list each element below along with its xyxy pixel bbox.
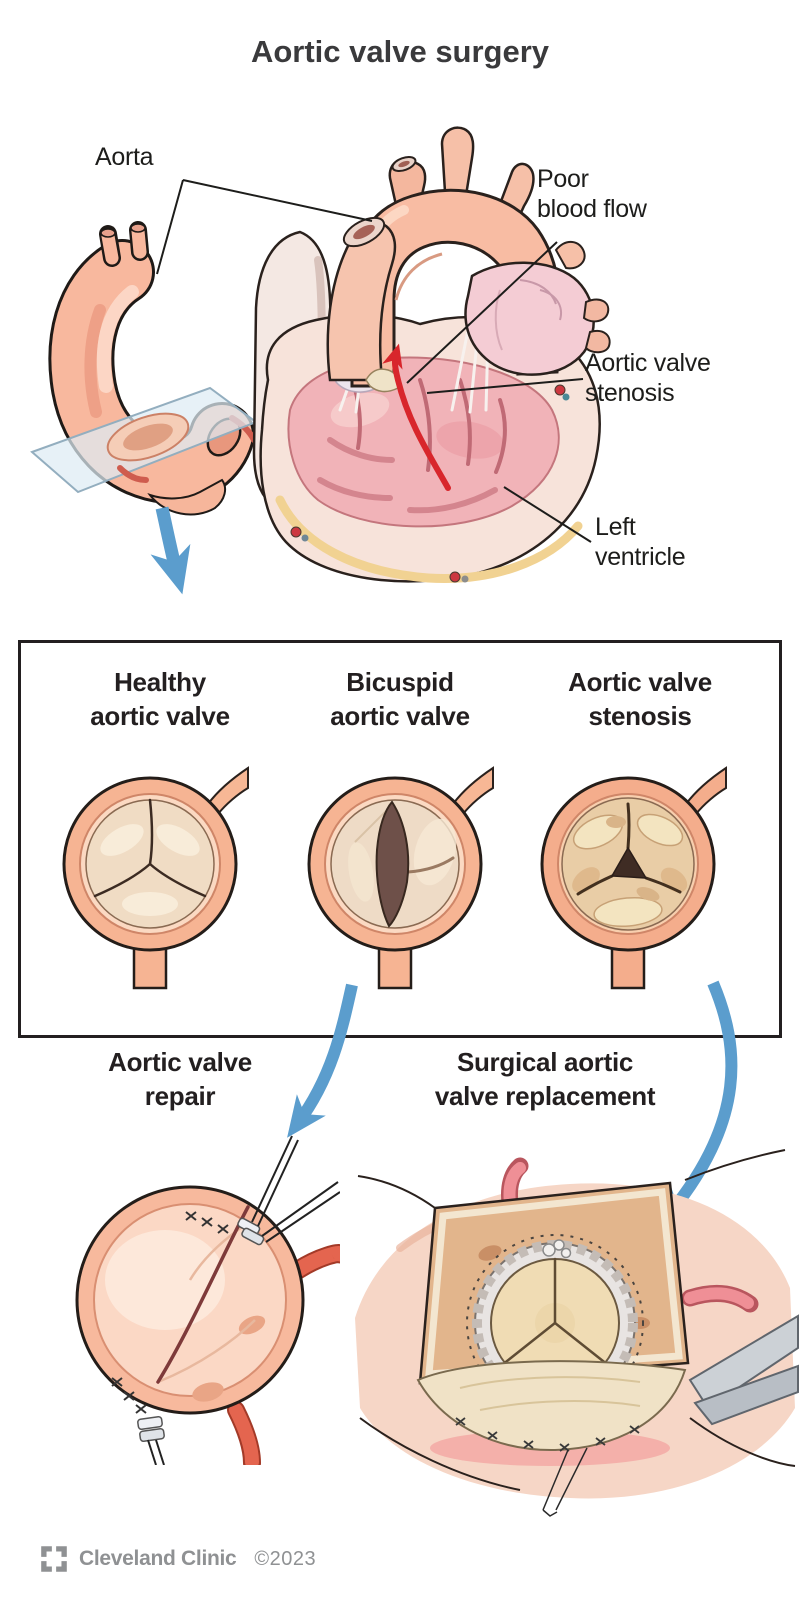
leader-lines: [156, 179, 592, 543]
retractor-tool: [688, 1314, 799, 1426]
bicuspid-opening: [375, 800, 410, 928]
stenosis-valve-illustration: [540, 766, 727, 990]
heart-illustration: [30, 126, 611, 595]
commissure-tuft: [542, 1239, 572, 1259]
left-ventricle-label: Left ventricle: [595, 513, 686, 571]
poor-blood-flow-arrow: [382, 343, 451, 491]
page-title: Aortic valve surgery: [250, 34, 550, 69]
valve-repair-illustration: [75, 1135, 340, 1465]
instrument-bottom: [147, 1439, 165, 1465]
aorta-label: Aorta: [95, 143, 154, 171]
cleveland-clinic-logo: [41, 1546, 67, 1572]
poor-blood-flow-label: Poor blood flow: [537, 165, 647, 223]
bicuspid-valve-illustration: [307, 766, 494, 990]
brand-name: Cleveland Clinic: [79, 1547, 237, 1570]
sutures-bottom: [111, 1377, 147, 1414]
stenosis-valve-heading: Aortic valve stenosis: [568, 667, 712, 731]
flap-sutures: [455, 1417, 640, 1452]
sutures-top: [185, 1211, 229, 1234]
instrument-top: [251, 1135, 340, 1243]
hanging-sutures: [542, 1447, 588, 1517]
aorta-cutaway-illustration: [30, 221, 259, 516]
footer: Cleveland Clinic ©2023: [38, 1541, 316, 1577]
stenotic-opening: [610, 846, 648, 879]
replacement-heading: Surgical aortic valve replacement: [434, 1047, 656, 1111]
valve-replacement-illustration: [355, 1149, 799, 1517]
repair-heading: Aortic valve repair: [108, 1047, 252, 1111]
bicuspid-valve-heading: Bicuspid aortic valve: [330, 667, 470, 731]
heart: [252, 126, 611, 583]
healthy-valve-illustration: [62, 766, 249, 990]
copyright: ©2023: [254, 1547, 317, 1570]
arrow-cutaway-to-panel: [150, 506, 191, 595]
aortic-valve-stenosis-label: Aortic valve stenosis: [585, 349, 711, 407]
healthy-valve-heading: Healthy aortic valve: [90, 667, 230, 731]
